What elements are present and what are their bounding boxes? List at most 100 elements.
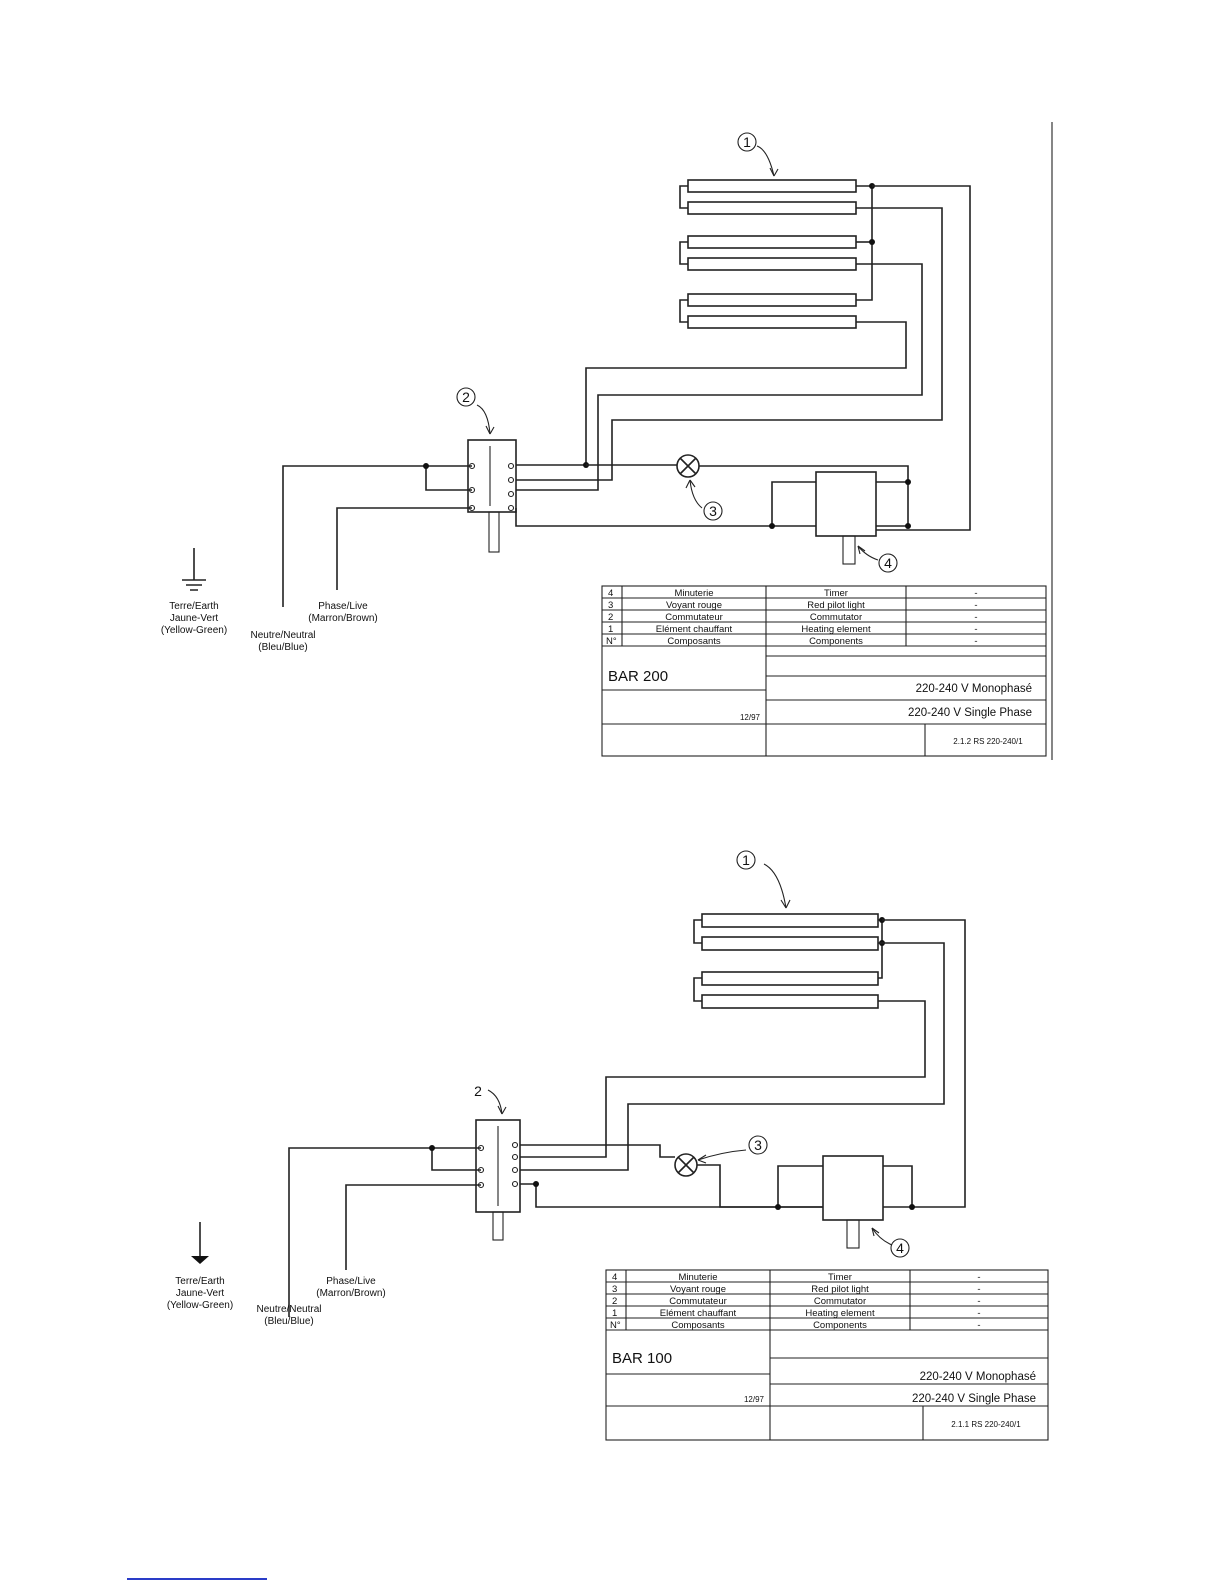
svg-text:Heating element: Heating element [801, 624, 871, 635]
commutator [467, 439, 517, 513]
timer-box [815, 471, 877, 537]
svg-text:4: 4 [896, 1240, 904, 1256]
svg-text:Composants: Composants [667, 636, 721, 647]
callout-4: 4 [890, 1238, 910, 1258]
component-table-bar-200: 4 Minuterie Timer - 3 Voyant rouge Red p… [601, 585, 1047, 757]
heating-element-tube [701, 936, 879, 951]
neutral-label: Neutre/Neutral (Bleu/Blue) [256, 1304, 321, 1327]
heating-element-tube [687, 235, 857, 249]
live-label: Phase/Live (Marron/Brown) [308, 601, 377, 624]
svg-text:Phase/Live: Phase/Live [326, 1276, 376, 1287]
callout-3: 3 [748, 1135, 768, 1155]
earth-label: Terre/Earth Jaune-Vert (Yellow-Green) [161, 601, 227, 636]
neutral-label: Neutre/Neutral (Bleu/Blue) [250, 630, 315, 653]
timer-knob [846, 1219, 860, 1249]
svg-text:2: 2 [474, 1083, 482, 1099]
svg-text:-: - [977, 1296, 980, 1307]
svg-text:Neutre/Neutral: Neutre/Neutral [250, 630, 315, 641]
table-row: 1 Elément chauffant Heating element - [608, 624, 978, 635]
commutator-shaft [488, 511, 500, 553]
svg-text:Elément chauffant: Elément chauffant [660, 1308, 737, 1319]
svg-text:Neutre/Neutral: Neutre/Neutral [256, 1304, 321, 1315]
svg-text:Red pilot light: Red pilot light [807, 600, 865, 611]
svg-text:3: 3 [608, 600, 613, 611]
svg-text:-: - [977, 1308, 980, 1319]
svg-text:-: - [977, 1284, 980, 1295]
callout-3: 3 [703, 501, 723, 521]
svg-text:Voyant rouge: Voyant rouge [666, 600, 722, 611]
svg-text:2: 2 [462, 389, 470, 405]
svg-text:-: - [974, 588, 977, 599]
table-row: 4 Minuterie Timer - [608, 588, 978, 599]
svg-text:Elément chauffant: Elément chauffant [656, 624, 733, 635]
svg-text:Phase/Live: Phase/Live [318, 601, 368, 612]
svg-text:(Bleu/Blue): (Bleu/Blue) [258, 642, 307, 653]
table-row: 2 Commutateur Commutator - [608, 612, 978, 623]
svg-text:3: 3 [612, 1284, 617, 1295]
voltage-en: 220-240 V Single Phase [908, 707, 1032, 719]
callout-2: 2 [456, 387, 476, 407]
table-header-row: N° Composants Components - [610, 1320, 981, 1331]
component-table-bar-100: 4 Minuterie Timer - 3 Voyant rouge Red p… [605, 1269, 1049, 1441]
svg-text:(Bleu/Blue): (Bleu/Blue) [264, 1316, 313, 1327]
table-row: 3 Voyant rouge Red pilot light - [608, 600, 978, 611]
timer-box [822, 1155, 884, 1221]
heating-element-tube [701, 971, 879, 986]
svg-text:Timer: Timer [824, 588, 848, 599]
svg-text:-: - [974, 600, 977, 611]
svg-text:1: 1 [742, 852, 750, 868]
heating-element-tube [687, 179, 857, 193]
svg-text:-: - [974, 624, 977, 635]
callout-2: 2 [474, 1083, 482, 1099]
diagram-bar-100: 1 2 3 4 Terre/Earth Jaune-Vert (Yellow-G… [167, 850, 1049, 1441]
svg-text:(Marron/Brown): (Marron/Brown) [316, 1288, 385, 1299]
svg-text:-: - [977, 1272, 980, 1283]
svg-text:4: 4 [612, 1272, 617, 1283]
heating-element-tube [687, 293, 857, 307]
commutator-shaft [492, 1211, 504, 1241]
voltage-fr: 220-240 V Monophasé [916, 683, 1032, 695]
voltage-en: 220-240 V Single Phase [912, 1393, 1036, 1405]
svg-text:-: - [977, 1320, 980, 1331]
callout-4: 4 [878, 553, 898, 573]
callout-1: 1 [736, 850, 756, 870]
heating-elements-top [679, 179, 857, 329]
svg-text:Commutator: Commutator [814, 1296, 866, 1307]
svg-text:Components: Components [813, 1320, 867, 1331]
earth-icon [191, 1256, 209, 1264]
svg-text:1: 1 [612, 1308, 617, 1319]
table-header-row: N° Composants Components - [606, 636, 978, 647]
model-name: BAR 200 [608, 668, 668, 685]
heating-elements-bottom [693, 913, 879, 1009]
svg-text:Minuterie: Minuterie [674, 588, 713, 599]
voltage-fr: 220-240 V Monophasé [920, 1371, 1036, 1383]
svg-text:2: 2 [608, 612, 613, 623]
table-row: 1 Elément chauffant Heating element - [612, 1308, 981, 1319]
svg-text:Jaune-Vert: Jaune-Vert [176, 1288, 225, 1299]
table-row: 4 Minuterie Timer - [612, 1272, 981, 1283]
heating-element-tube [701, 994, 879, 1009]
svg-text:(Marron/Brown): (Marron/Brown) [308, 613, 377, 624]
live-label: Phase/Live (Marron/Brown) [316, 1276, 385, 1299]
drawing-reference: 2.1.1 RS 220-240/1 [951, 1420, 1021, 1429]
svg-text:Timer: Timer [828, 1272, 852, 1283]
svg-text:4: 4 [884, 555, 892, 571]
svg-text:Minuterie: Minuterie [678, 1272, 717, 1283]
svg-text:Commutateur: Commutateur [665, 612, 723, 623]
earth-icon [182, 579, 206, 591]
svg-text:Red pilot light: Red pilot light [811, 1284, 869, 1295]
svg-text:N°: N° [610, 1320, 621, 1331]
svg-text:Terre/Earth: Terre/Earth [175, 1276, 224, 1287]
svg-text:1: 1 [743, 134, 751, 150]
svg-text:3: 3 [754, 1137, 762, 1153]
svg-text:Commutator: Commutator [810, 612, 862, 623]
svg-text:-: - [974, 636, 977, 647]
drawing-reference: 2.1.2 RS 220-240/1 [953, 737, 1023, 746]
svg-text:2: 2 [612, 1296, 617, 1307]
svg-text:Composants: Composants [671, 1320, 725, 1331]
svg-text:(Yellow-Green): (Yellow-Green) [161, 625, 227, 636]
svg-text:Terre/Earth: Terre/Earth [169, 601, 218, 612]
svg-text:(Yellow-Green): (Yellow-Green) [167, 1300, 233, 1311]
svg-text:4: 4 [608, 588, 613, 599]
